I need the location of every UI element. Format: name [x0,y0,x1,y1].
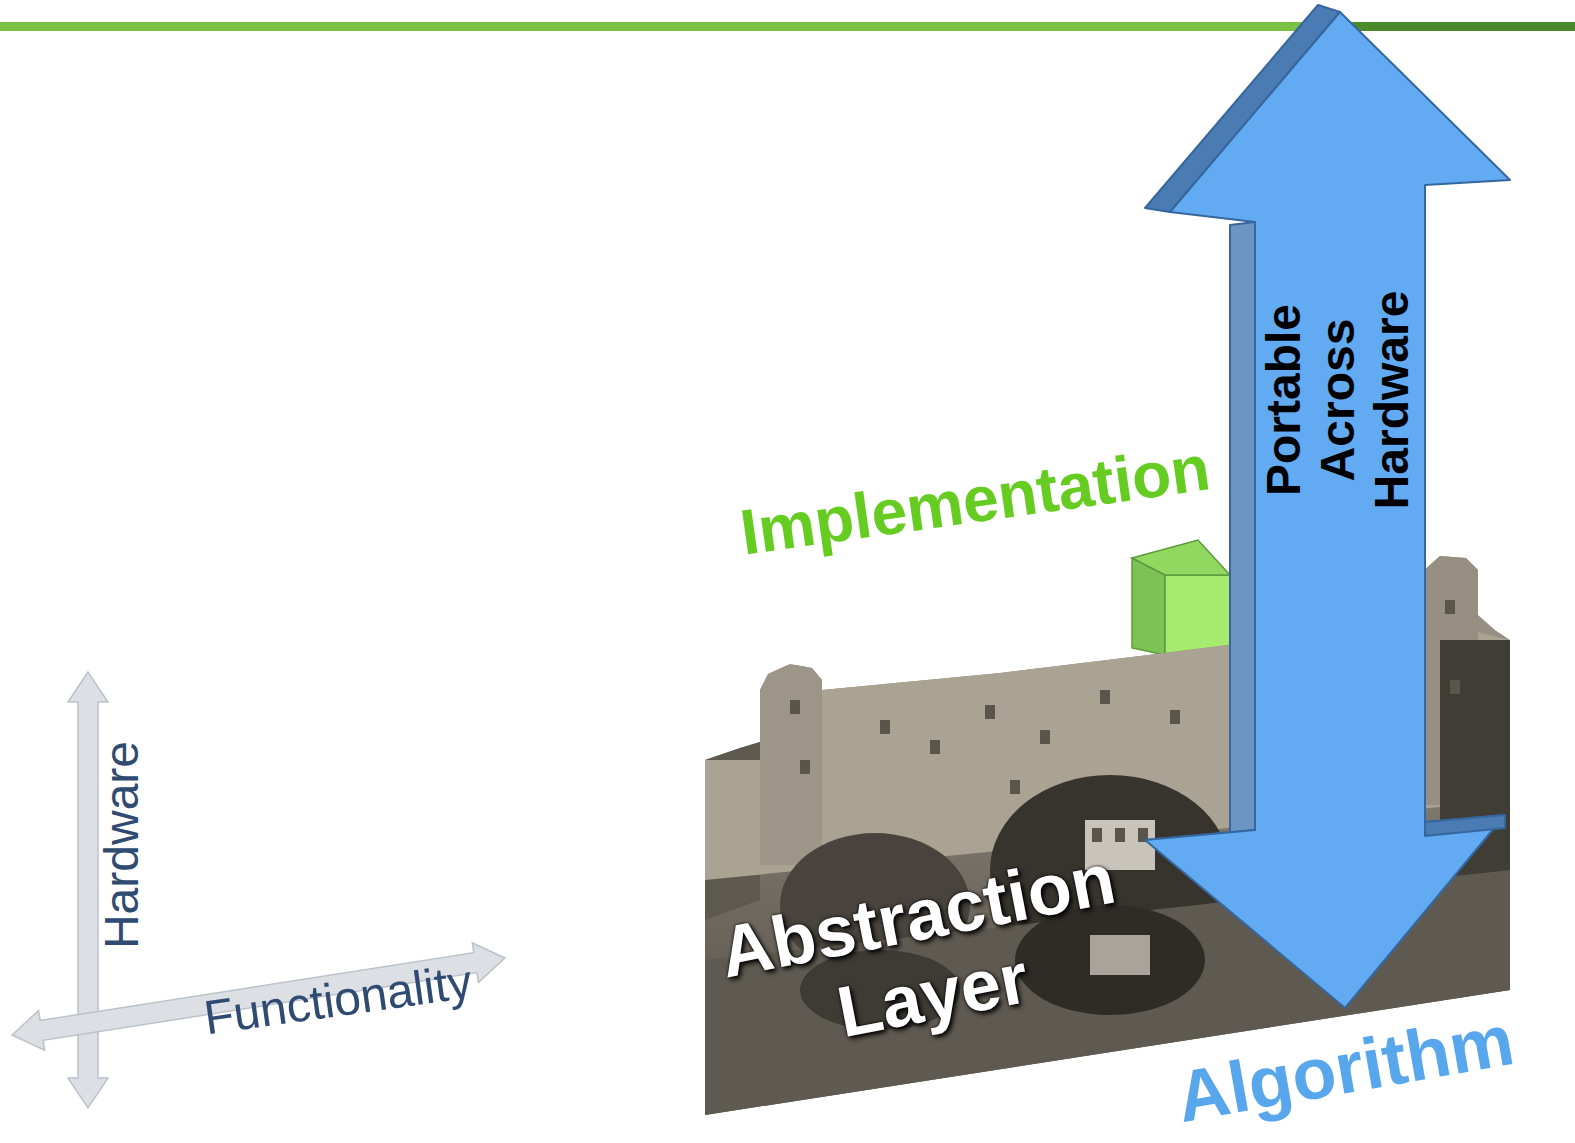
portable-arrow [1145,5,1510,1008]
wall-window [1450,680,1460,694]
wall-window [800,760,810,774]
top-rule-end [1352,22,1575,31]
wall-window [985,705,995,719]
arrow-shaft-side [1230,222,1255,836]
axes-figure [12,672,505,1108]
wall-window [880,720,890,734]
block-front [1165,575,1230,655]
axis-label: Functionality [201,957,475,1042]
block-top [1132,540,1230,575]
green-block [1132,540,1230,655]
wall-window [1040,730,1050,744]
wall-window [930,740,940,754]
wall-window [1170,710,1180,724]
arrow-foot-right-edge [1425,815,1505,836]
top-rule [0,22,1352,31]
axis-label: Hardware [98,741,146,949]
wall-window [1445,600,1455,614]
wall-window [1100,690,1110,704]
left-tower [760,665,822,865]
double-arrow-shape [1120,5,1520,1020]
double-arrow: Portable Across Hardware [1120,5,1520,1020]
arrow-label: Portable Across Hardware [1257,291,1418,510]
layer-label: Implementation [736,435,1213,564]
horizontal-axis-arrow [12,943,505,1050]
wall-window [1010,780,1020,794]
wall-window [790,700,800,714]
arrow-front [1145,12,1510,1008]
